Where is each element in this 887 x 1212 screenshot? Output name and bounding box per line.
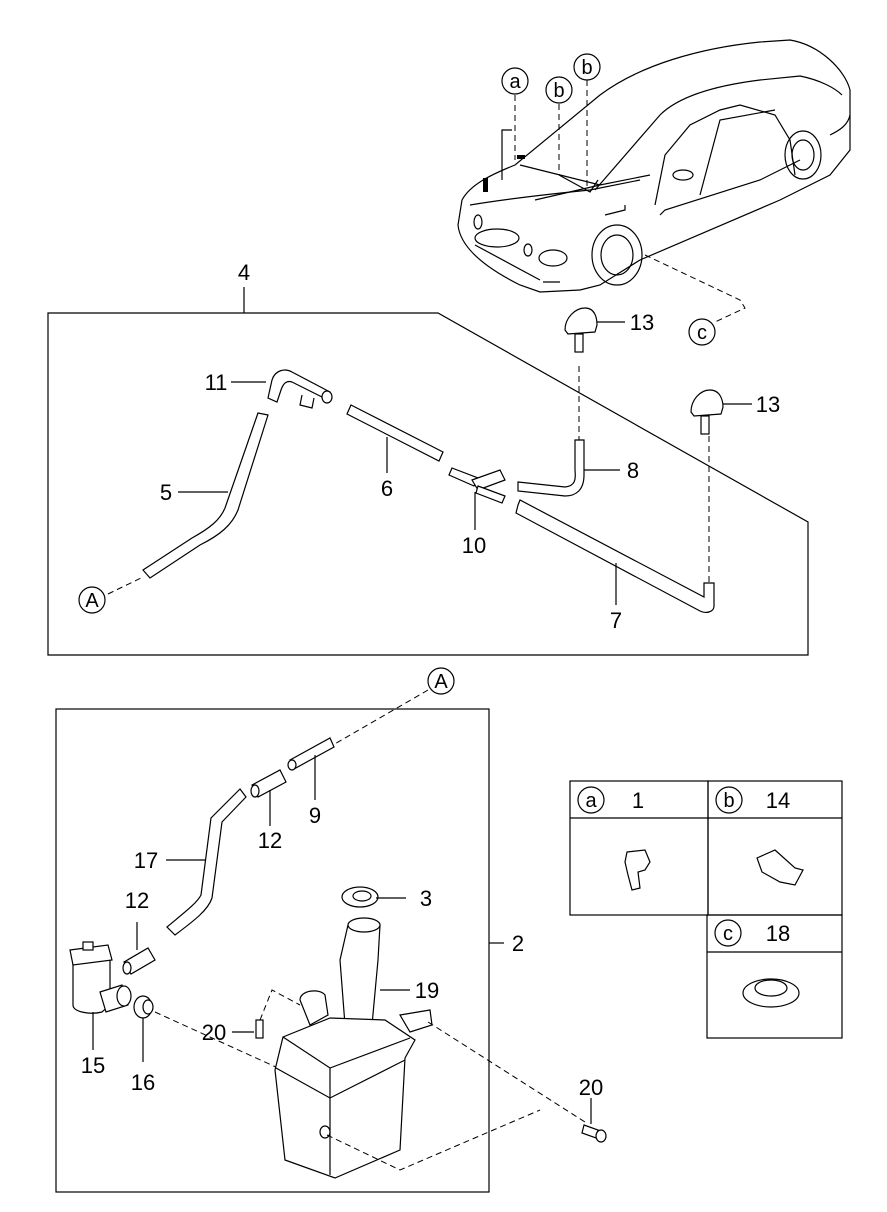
- callout-13: 13: [756, 392, 780, 417]
- part-5-hose: 5: [107, 412, 269, 595]
- callout-13: 13: [630, 310, 654, 335]
- marker-b-car-2: b: [573, 53, 601, 81]
- marker-a-label: a: [509, 71, 521, 93]
- marker-A-label: A: [85, 590, 99, 612]
- callout-12: 12: [125, 888, 149, 913]
- car-illustration: [457, 39, 851, 323]
- marker-A-hose: A: [78, 586, 106, 614]
- legend-row-b: b 14: [715, 786, 804, 886]
- marker-b-car-1: b: [545, 76, 573, 104]
- marker-A-tank: A: [332, 667, 455, 746]
- marker-b-label: b: [553, 80, 564, 102]
- part-10-t-connector: 10: [448, 467, 506, 558]
- callout-7: 7: [610, 608, 622, 633]
- callout-11: 11: [205, 370, 228, 395]
- part-20-screw-2: 20: [579, 1075, 607, 1143]
- part-17-hose: 17: [134, 788, 247, 936]
- callout-8: 8: [627, 458, 639, 483]
- plug-18-icon: [742, 978, 800, 1008]
- part-11-connector: 11: [205, 369, 333, 409]
- callout-20: 20: [202, 1020, 226, 1045]
- legend-row-a: a 1: [577, 786, 651, 891]
- fastener-legend-table: a 1 b 14 c 18: [569, 780, 843, 1039]
- hose-assembly-box: 4: [47, 260, 809, 656]
- legend-marker-c: c: [723, 923, 733, 945]
- marker-c-car: c: [688, 318, 716, 346]
- part-19-tank: 19: [274, 917, 586, 1179]
- legend-part-number: 18: [766, 921, 790, 946]
- callout-20: 20: [579, 1075, 603, 1100]
- callout-19: 19: [415, 978, 439, 1003]
- part-9-connector: 9: [287, 737, 335, 828]
- marker-c-label: c: [697, 322, 707, 344]
- callout-10: 10: [462, 533, 486, 558]
- callout-16: 16: [131, 1070, 155, 1095]
- part-13-nozzle-1: 13: [564, 307, 654, 353]
- callout-9: 9: [309, 803, 321, 828]
- part-7-hose: 7: [515, 499, 715, 633]
- legend-marker-b: b: [723, 790, 734, 812]
- callout-12: 12: [258, 828, 282, 853]
- part-16-grommet: 16: [131, 995, 279, 1095]
- part-3-cap: 3: [341, 886, 432, 911]
- legend-row-c: c 18: [714, 919, 800, 1008]
- part-12-hose-lower: 12: [122, 888, 156, 975]
- callout-3: 3: [420, 886, 432, 911]
- clip-1-icon: [624, 849, 651, 891]
- legend-part-number: 1: [632, 788, 644, 813]
- callout-5: 5: [160, 480, 172, 505]
- part-12-hose-upper: 12: [250, 769, 287, 853]
- clip-14-icon: [756, 849, 804, 886]
- part-6-hose: 6: [346, 404, 444, 501]
- part-8-hose: 8: [517, 366, 639, 497]
- part-15-pump: 15: [69, 941, 132, 1078]
- marker-A-label: A: [434, 671, 448, 693]
- part-13-nozzle-2: 13: [690, 389, 780, 583]
- marker-a-car: a: [501, 67, 529, 95]
- callout-4: 4: [238, 260, 250, 285]
- legend-part-number: 14: [766, 788, 790, 813]
- marker-b-label: b: [581, 57, 592, 79]
- part-20-screw-1: 20: [202, 989, 301, 1045]
- callout-2: 2: [512, 931, 524, 956]
- tank-assembly-box: 2: [55, 708, 524, 1193]
- callout-17: 17: [134, 848, 158, 873]
- legend-marker-a: a: [585, 790, 597, 812]
- callout-6: 6: [381, 476, 393, 501]
- callout-15: 15: [81, 1053, 105, 1078]
